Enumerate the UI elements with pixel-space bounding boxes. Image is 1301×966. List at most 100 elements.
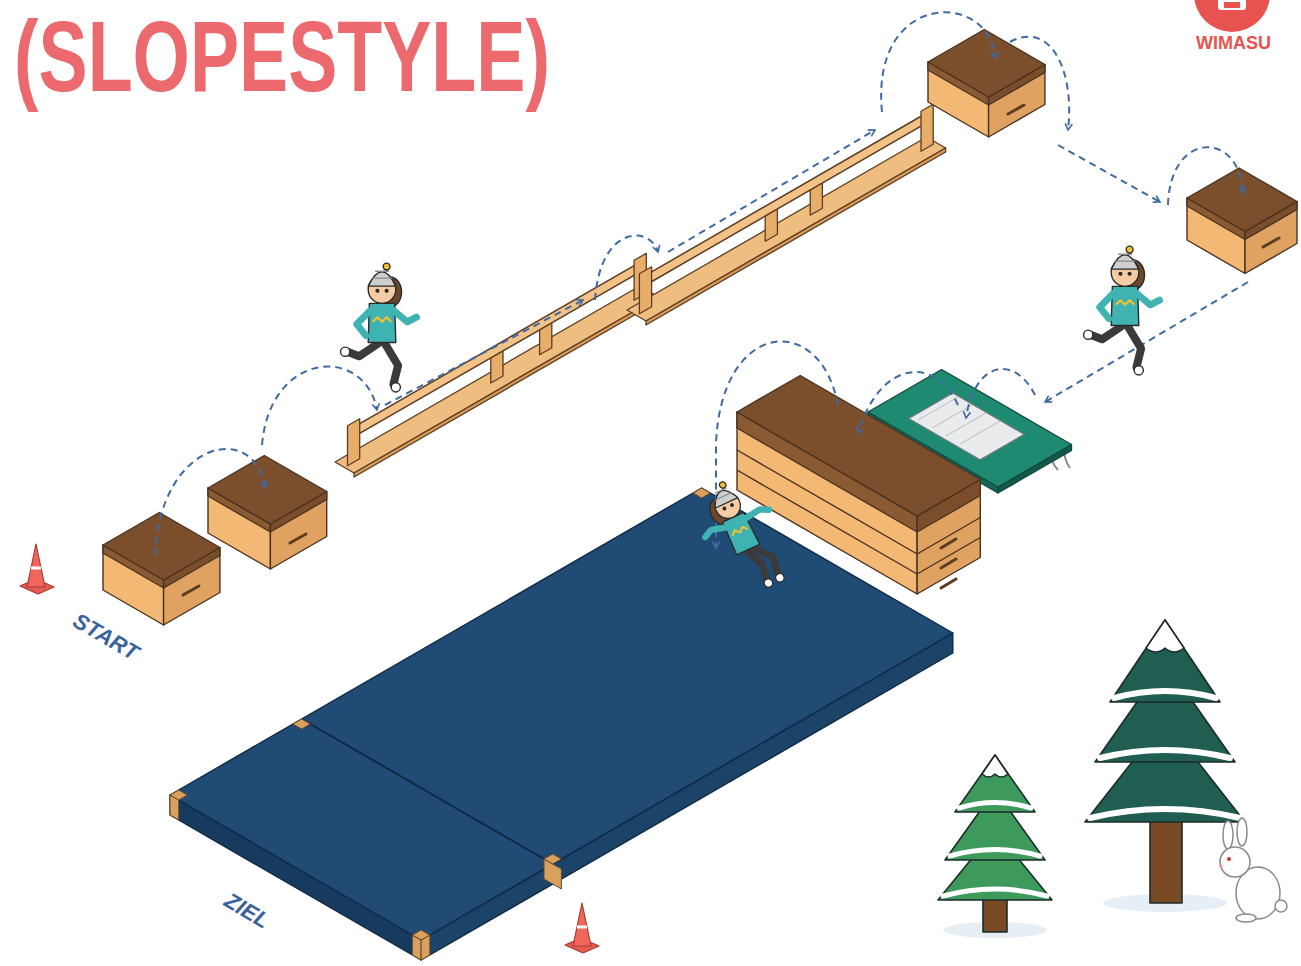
logo-text: WIMASU	[1196, 34, 1271, 54]
child-figure-part	[1116, 300, 1134, 305]
gym-bench-part	[639, 267, 651, 314]
route-arrow-part	[881, 12, 995, 112]
landing-mat-part-part	[412, 930, 429, 940]
landing-mat-part	[170, 488, 710, 960]
box-top-section	[928, 30, 1045, 138]
pine-tree-part	[955, 755, 1035, 812]
child-figure-part	[744, 506, 769, 520]
pine-tree-part	[1110, 620, 1220, 702]
route-arrow-part	[1058, 145, 1160, 202]
child-figure-part	[1137, 293, 1160, 305]
child-figure-part	[357, 310, 371, 335]
gym-bench	[627, 104, 946, 325]
route-arrow-part	[262, 367, 377, 445]
child-figure-part	[704, 524, 727, 538]
landing-mat-part-part	[693, 488, 710, 498]
child-figure-part	[372, 271, 393, 278]
rabbit-part	[1223, 821, 1233, 849]
vaulting-box-part	[941, 539, 956, 588]
child-figure-part	[1091, 326, 1123, 340]
child-figure-part	[1100, 293, 1114, 318]
gym-bench-part	[646, 148, 946, 325]
gym-bench-part	[348, 419, 360, 466]
child-figure	[341, 263, 417, 392]
child-figure-part	[1119, 272, 1122, 275]
pine-tree-part	[1090, 809, 1240, 818]
pine-tree	[938, 755, 1052, 938]
rabbit-part	[1219, 864, 1222, 867]
gym-bench-part	[646, 118, 928, 281]
child-figure-part	[384, 343, 398, 384]
child-figure-part	[1111, 255, 1139, 269]
pine-tree-part	[1150, 815, 1182, 903]
pine-tree-part	[950, 850, 1040, 857]
landing-mat-part	[170, 488, 953, 940]
landing-mat-part-part	[170, 790, 187, 800]
marker-cone-part	[27, 544, 45, 587]
child-figure-part	[391, 383, 400, 392]
child-figure-part	[341, 347, 350, 356]
child-figure-part	[368, 272, 396, 286]
child-figure-part	[1084, 330, 1093, 339]
route-arrow-part	[858, 372, 958, 433]
box-top-section-part	[1263, 238, 1279, 247]
logo-badge-part	[1218, 0, 1246, 10]
marker-cone-part	[573, 903, 591, 946]
rabbit-part	[1220, 847, 1250, 877]
route-arrow-part	[668, 130, 875, 252]
rabbit-part	[1275, 900, 1287, 912]
finish-label: ZIEL	[220, 888, 273, 933]
gym-bench-part	[335, 286, 659, 473]
marker-cone-part	[31, 567, 41, 570]
logo-badge	[1194, 0, 1270, 32]
rabbit-part	[1237, 818, 1247, 846]
child-figure-part	[730, 503, 733, 506]
box-top-section-part	[103, 513, 220, 581]
child-figure	[687, 469, 799, 603]
vaulting-box-part	[737, 376, 980, 517]
child-figure	[1084, 246, 1160, 375]
pine-tree-part	[1146, 620, 1184, 652]
pine-tree-part	[945, 790, 1045, 860]
box-top-section	[208, 456, 327, 570]
child-figure-part	[731, 525, 748, 536]
marker-cone	[565, 903, 599, 953]
marker-cone-part	[577, 926, 587, 929]
pine-tree-part	[982, 755, 1008, 777]
logo-badge-part	[1194, 0, 1270, 32]
gym-bench-part	[354, 267, 641, 432]
pine-tree-part	[1114, 691, 1216, 698]
child-figure-part	[752, 542, 780, 581]
child-figure-part	[376, 289, 379, 292]
child-figure-part	[373, 317, 391, 322]
child-figure-part	[394, 310, 417, 322]
route-arrow-part	[385, 300, 583, 405]
child-figure-part	[1134, 366, 1143, 375]
gym-bench-part	[627, 137, 946, 321]
route-arrow-part	[966, 369, 1035, 418]
box-top-section-part	[1008, 105, 1024, 114]
landing-mat-part-part	[544, 854, 561, 864]
box-top-section	[103, 513, 220, 626]
landing-mat-part-part	[293, 719, 310, 729]
pine-tree-part	[1100, 750, 1230, 758]
box-top-section-part	[183, 586, 199, 595]
box-top-section-part	[1187, 168, 1297, 232]
child-figure-part	[1127, 326, 1141, 367]
child-figure-part	[1126, 246, 1133, 253]
route-arrow-part	[1168, 147, 1243, 205]
route-arrow-part	[1045, 282, 1248, 402]
vaulting-box	[737, 376, 980, 595]
child-figure-part	[348, 343, 380, 357]
marker-cone	[20, 544, 54, 594]
landing-mat-part	[302, 719, 553, 884]
child-figure-part	[1115, 254, 1136, 261]
route-arrow-part	[595, 236, 658, 300]
child-figure-part	[774, 572, 785, 583]
child-figure-part	[763, 577, 774, 588]
gym-bench-part	[354, 267, 641, 432]
box-top-section-part	[928, 30, 1045, 98]
child-figure-part	[385, 289, 388, 292]
mini-trampoline-part	[918, 397, 1000, 444]
